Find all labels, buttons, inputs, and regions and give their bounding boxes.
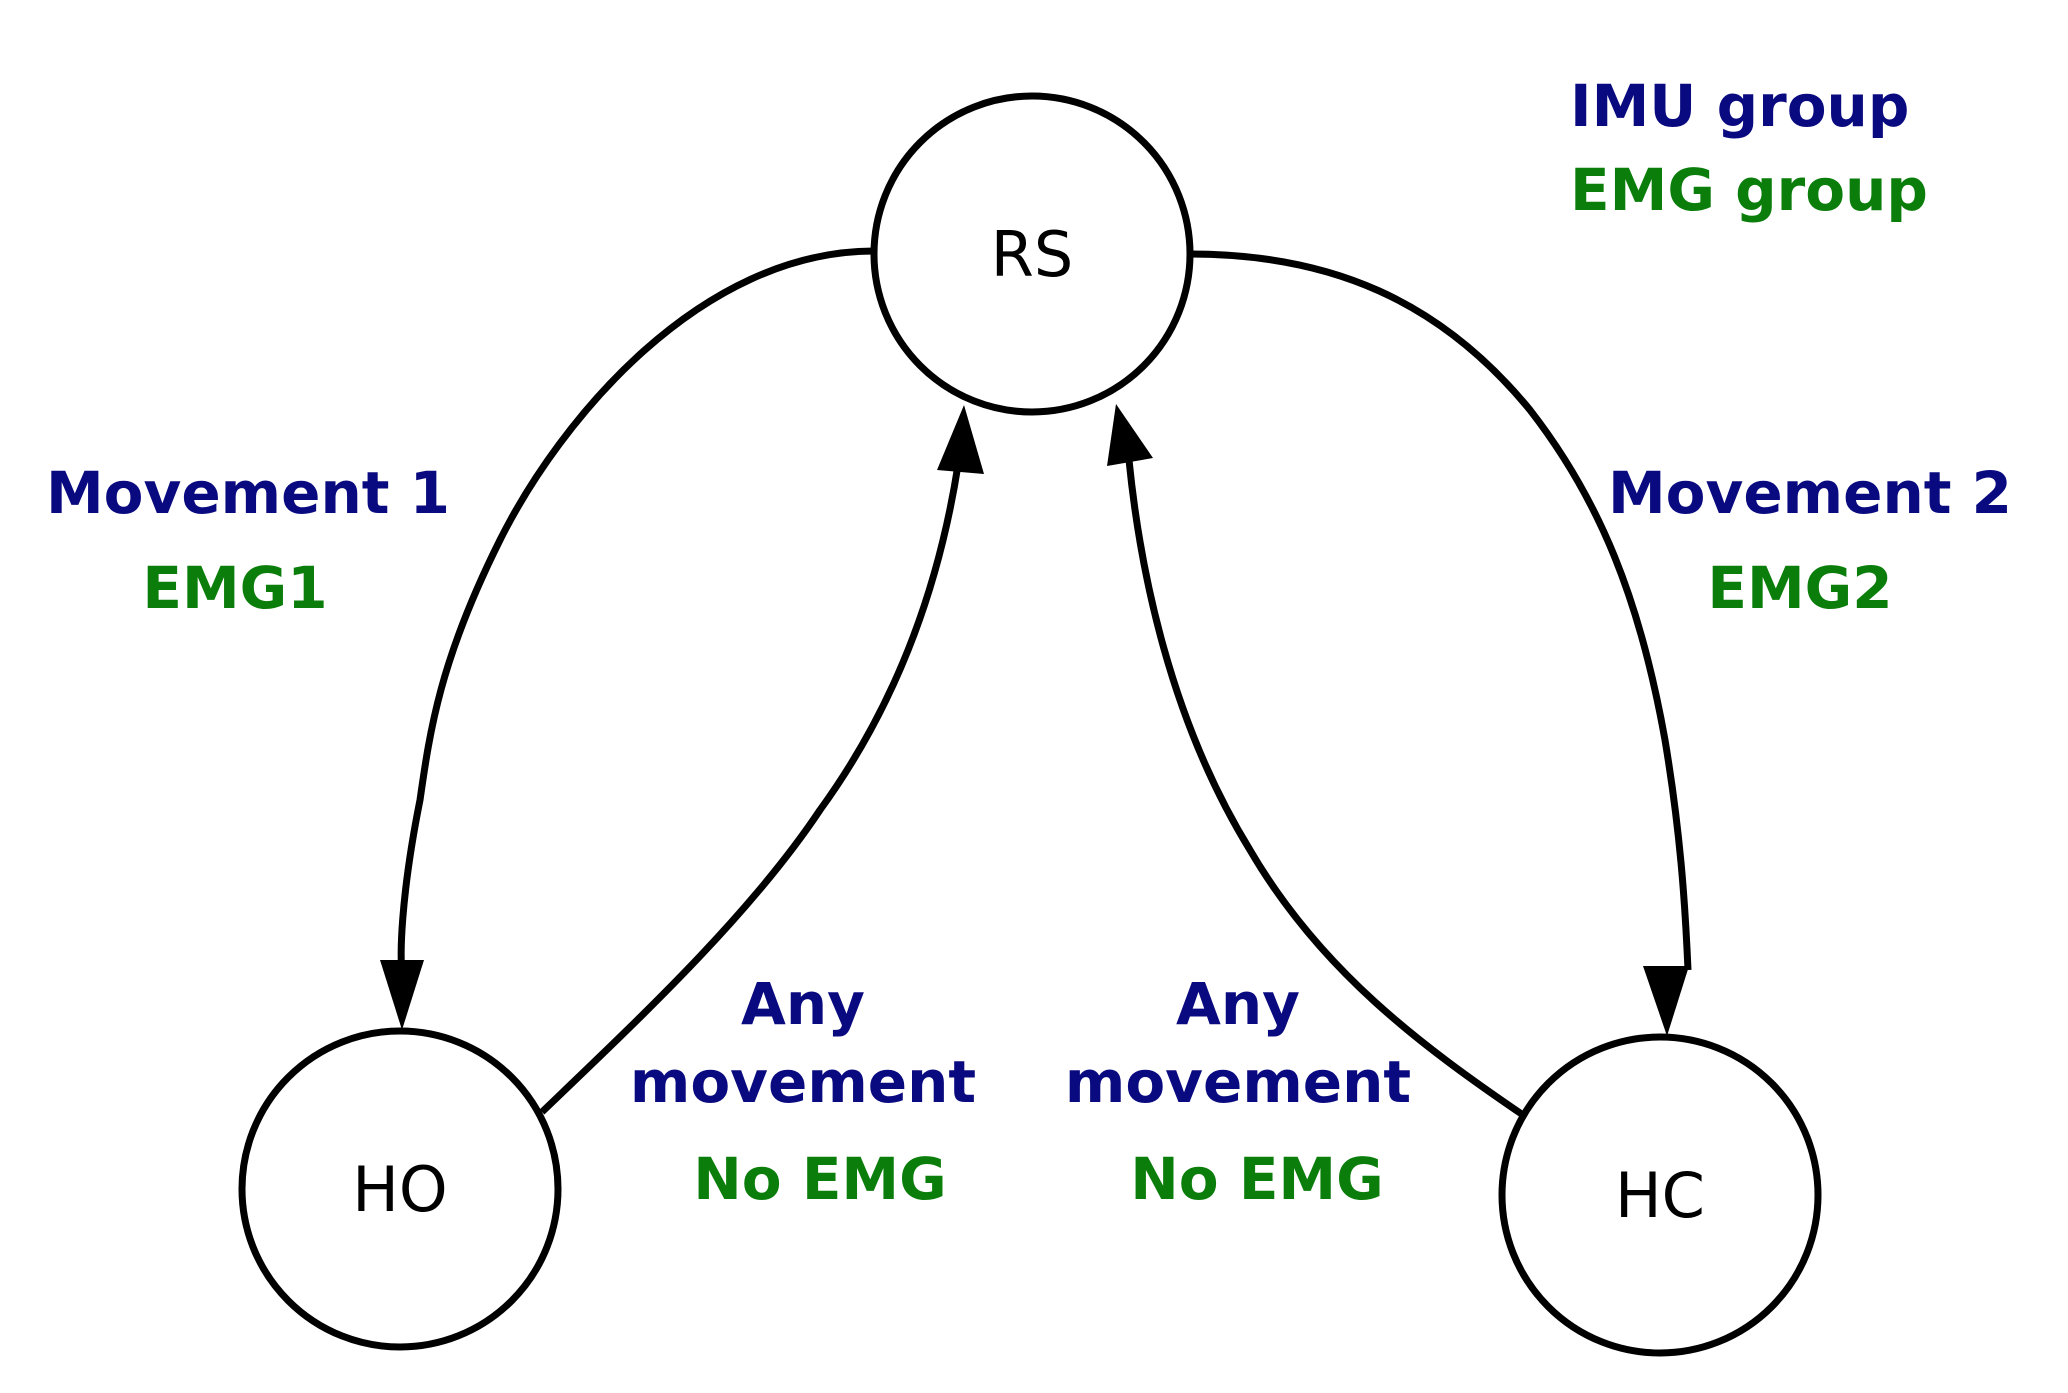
legend-emg-label: EMG group — [1570, 156, 1928, 224]
edge-hc-to-rs-arrowhead — [1107, 404, 1153, 466]
node-ho-label: HO — [352, 1153, 447, 1226]
legend-imu-label: IMU group — [1570, 72, 1909, 140]
edge-ho-to-rs-line — [539, 464, 962, 1115]
edge-rs-to-ho-arrowhead — [380, 960, 424, 1030]
node-rs-label: RS — [991, 218, 1073, 291]
node-hc-circle — [1498, 1033, 1822, 1357]
edge-ho-to-rs — [539, 405, 984, 1115]
edge-ho-to-rs-arrowhead — [937, 405, 984, 474]
edge-rs-to-hc — [1189, 250, 1692, 1036]
edge-rs-to-hc-imu-label: Movement 2 — [1608, 459, 2012, 527]
node-hc-label: HC — [1615, 1159, 1705, 1232]
edge-hc-to-rs-labels: Any movement No EMG — [1065, 970, 1411, 1213]
edge-rs-to-hc-line — [1189, 250, 1692, 971]
edge-rs-to-ho — [380, 247, 875, 1030]
edge-rs-to-ho-imu-label: Movement 1 — [46, 459, 450, 527]
edge-rs-to-ho-line — [397, 247, 875, 971]
node-hc: HC — [1498, 1033, 1822, 1357]
node-rs-circle — [870, 92, 1194, 416]
edge-hc-to-rs-imu-line1: Any — [1176, 970, 1300, 1038]
node-ho-circle — [238, 1027, 562, 1351]
edge-rs-to-hc-labels: Movement 2 EMG2 — [1608, 459, 2012, 622]
edge-rs-to-hc-arrowhead — [1643, 966, 1689, 1036]
legend: IMU group EMG group — [1570, 72, 1928, 224]
node-rs: RS — [870, 92, 1194, 416]
edge-rs-to-ho-labels: Movement 1 EMG1 — [46, 459, 450, 622]
edge-ho-to-rs-imu-line2: movement — [630, 1048, 976, 1116]
edge-rs-to-ho-emg-label: EMG1 — [142, 554, 327, 622]
edge-ho-to-rs-labels: Any movement No EMG — [630, 970, 976, 1213]
edge-ho-to-rs-emg-label: No EMG — [693, 1145, 947, 1213]
edge-hc-to-rs-emg-label: No EMG — [1130, 1145, 1384, 1213]
edge-hc-to-rs-imu-line2: movement — [1065, 1048, 1411, 1116]
edge-hc-to-rs — [1107, 404, 1528, 1120]
edge-rs-to-hc-emg-label: EMG2 — [1707, 554, 1892, 622]
node-ho: HO — [238, 1027, 562, 1351]
edge-hc-to-rs-line — [1125, 459, 1528, 1120]
edge-ho-to-rs-imu-line1: Any — [741, 970, 865, 1038]
